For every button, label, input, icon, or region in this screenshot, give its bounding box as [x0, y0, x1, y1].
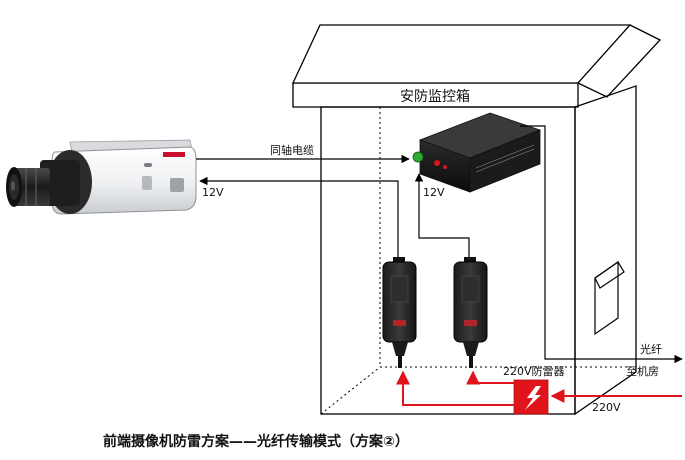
power-adapter-icon [382, 257, 488, 368]
transceiver-power-label: 12V [423, 186, 445, 199]
to-room-label: 至机房 [626, 364, 659, 378]
figure-caption: 前端摄像机防雷方案——光纤传输模式（方案②） [103, 433, 409, 450]
fiber-transceiver-icon [412, 112, 542, 193]
fiber-line [520, 125, 683, 364]
cabinet-title: 安防监控箱 [400, 89, 470, 105]
surge-label: 220V防雷器 [503, 364, 565, 378]
camera-icon [6, 139, 197, 215]
cabinet-hidden-edges [320, 107, 636, 415]
fiber-label: 光纤 [640, 342, 662, 356]
camera-power-line [199, 176, 399, 257]
surge-to-adapter1-line [396, 370, 514, 406]
camera-power-label: 12V [202, 186, 224, 199]
cabinet-side-vent [594, 260, 619, 336]
coax-label: 同轴电缆 [270, 143, 314, 157]
transceiver-power-line [414, 173, 470, 257]
mains-label: 220V [592, 401, 621, 414]
cabinet-roof-side [576, 24, 662, 98]
cabinet-roof-top [291, 24, 632, 84]
cabinet-side [574, 85, 637, 416]
surge-to-adapter2-line [466, 370, 514, 385]
surge-protector-icon [513, 379, 549, 415]
cabinet-side-vent-flap [594, 261, 625, 289]
cabinet: 安防监控箱 [291, 24, 662, 416]
